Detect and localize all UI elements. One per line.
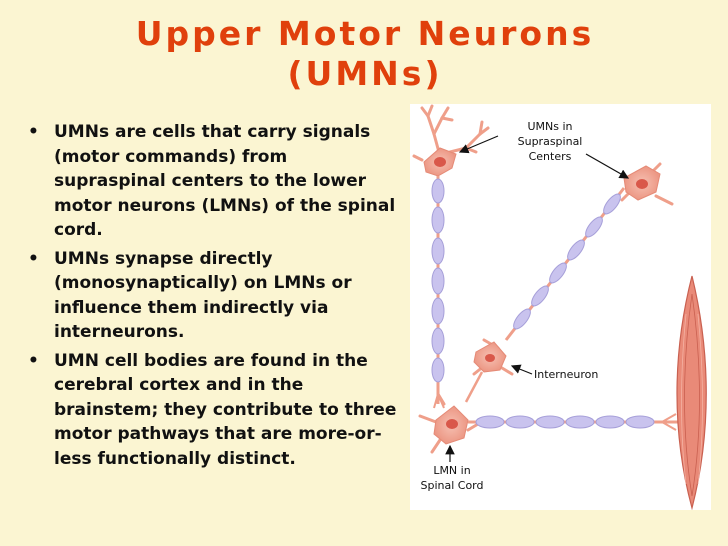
bullet-list: •UMNs are cells that carry signals (moto…: [28, 120, 400, 475]
bullet-icon: •: [28, 350, 39, 371]
neuron-svg: UMNs in Supraspinal Centers Interneuron …: [412, 104, 707, 510]
slide-title: Upper Motor Neurons (UMNs): [110, 14, 620, 94]
title-line-1: Upper Motor Neurons: [135, 14, 595, 53]
lmn-nucleus: [446, 419, 458, 429]
interneuron-axon: [464, 371, 484, 403]
umn-left-nucleus: [434, 157, 446, 167]
label-umn-line-3: Centers: [529, 150, 572, 163]
bullet-item: •UMNs are cells that carry signals (moto…: [28, 122, 396, 240]
label-umn-line-2: Supraspinal: [518, 135, 583, 148]
lmn-terminal: [661, 413, 677, 431]
arrow-to-right-umn: [585, 153, 630, 179]
title-line-2: (UMNs): [287, 54, 443, 93]
bullet-icon: •: [28, 248, 39, 269]
label-interneuron: Interneuron: [534, 368, 598, 381]
lmn-dendrites: [418, 392, 480, 454]
arrow-to-left-umn: [458, 135, 499, 154]
umn-left-myelin: [431, 178, 445, 383]
umn-right-myelin: [513, 193, 621, 330]
lmn-myelin: [475, 415, 655, 429]
muscle: [676, 275, 707, 510]
umn-right-nucleus: [636, 179, 648, 189]
interneuron-nucleus: [485, 354, 495, 362]
bullet-icon: •: [28, 122, 39, 142]
label-umn-line-1: UMNs in: [527, 120, 572, 133]
bullet-item: •UMN cell bodies are found in the cerebr…: [28, 350, 397, 469]
arrow-to-interneuron: [510, 364, 533, 375]
label-lmn-line-1: LMN in: [433, 464, 470, 477]
bullet-item: •UMNs synapse directly (monosynaptically…: [28, 248, 352, 343]
neuron-diagram: UMNs in Supraspinal Centers Interneuron …: [410, 104, 711, 510]
label-lmn-line-2: Spinal Cord: [420, 479, 483, 492]
